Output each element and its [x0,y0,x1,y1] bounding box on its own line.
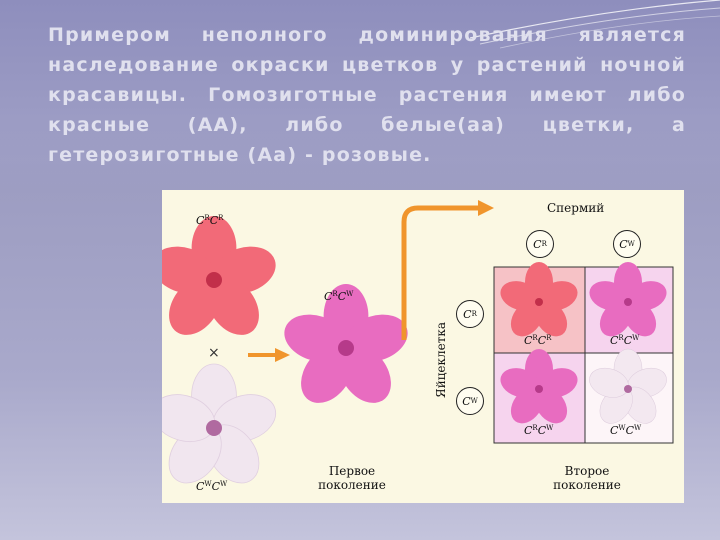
genotype-f1: CRCW [324,290,353,303]
cross-symbol: × [208,345,220,361]
pink-flower-f1 [278,284,414,413]
punnett-genotype-ww: CWCW [610,424,641,437]
first-generation-caption: Первое поколение [302,464,402,492]
punnett-genotype-rr: CRCR [524,334,551,347]
genotype-red-parent: CRCR [196,214,223,227]
arrow-to-f1 [248,348,290,362]
red-flower [162,216,282,345]
egg-label: Яйцеклетка [434,322,448,398]
second-generation-caption: Второе поколение [532,464,642,492]
genotype-white-parent: CWCW [196,480,227,493]
inheritance-figure: CRCR × CWCW CRCW Первое поколение Второе… [162,190,684,503]
white-flower [162,364,282,493]
slide-text: Примером неполного доминирования являетс… [48,20,686,170]
figure-graphics [162,190,684,503]
sperm-label: Спермий [547,201,604,215]
punnett-genotype-rw-top: CRCW [610,334,639,347]
punnett-genotype-rw-bottom: CRCW [524,424,553,437]
